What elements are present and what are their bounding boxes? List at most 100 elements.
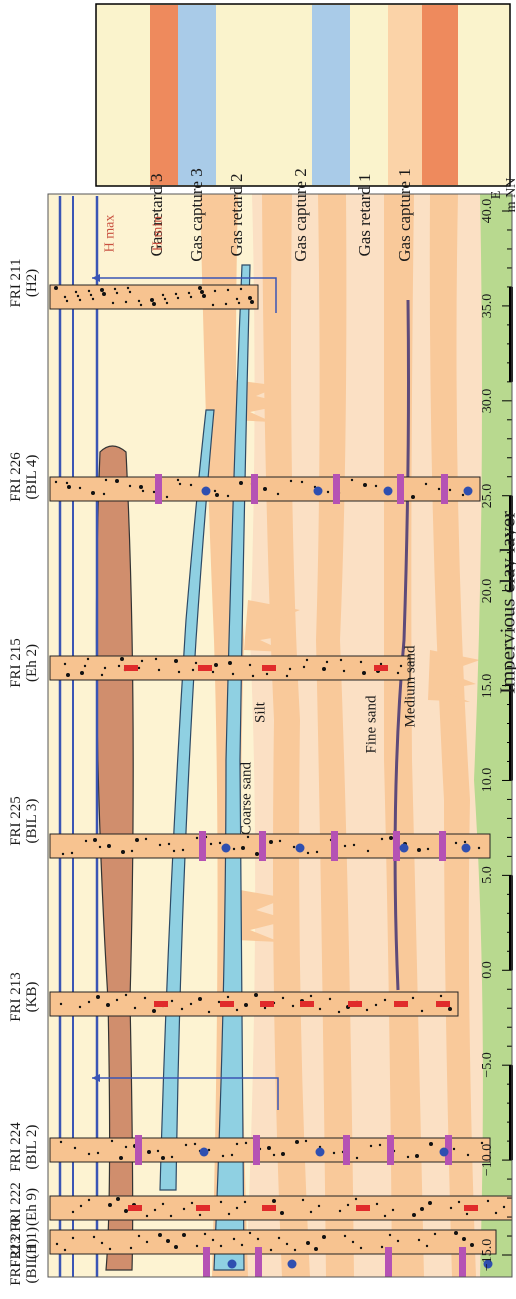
gravel-dot: [252, 675, 254, 677]
gravel-dot: [319, 1008, 321, 1010]
gravel-dot: [175, 293, 177, 295]
gravel-dot: [84, 665, 86, 667]
gravel-dot: [280, 1211, 284, 1215]
gravel-dot: [240, 288, 242, 290]
packer-marker: [253, 1135, 260, 1165]
axis-tick-label: 25.0: [480, 474, 496, 518]
sampler-marker: [394, 1001, 408, 1007]
gravel-dot: [161, 1156, 165, 1160]
packer-marker: [439, 831, 446, 861]
gravel-dot: [142, 490, 144, 492]
gravel-dot: [231, 1154, 233, 1156]
borehole-code: (BIL 2): [24, 1125, 40, 1170]
gravel-dot: [344, 1235, 346, 1237]
gravel-dot: [164, 298, 166, 300]
axis-tick-label: 35.0: [480, 284, 496, 328]
gravel-dot: [182, 849, 184, 851]
axis-tick-label: 5.0: [480, 853, 496, 897]
gravel-dot: [301, 481, 303, 483]
gravel-dot: [88, 290, 90, 292]
gravel-dot: [191, 1202, 193, 1204]
borehole-label: FRI 215(Eh 2): [8, 625, 40, 701]
legend-label-gas-retard-1: Gas retard 1: [355, 152, 375, 278]
gravel-dot: [290, 480, 292, 482]
gravel-dot: [355, 1198, 357, 1200]
sampler-marker: [128, 1205, 142, 1211]
gravel-dot: [88, 1199, 90, 1201]
sampler-marker: [196, 1205, 210, 1211]
gravel-dot: [426, 1245, 428, 1247]
legend-label-gas-retard-2: Gas retard 2: [227, 152, 247, 278]
gravel-dot: [310, 995, 312, 997]
sampler-marker: [464, 1205, 478, 1211]
gravel-dot: [168, 843, 170, 845]
gravel-dot: [166, 1239, 170, 1243]
gravel-dot: [93, 838, 97, 842]
gravel-dot: [124, 1209, 128, 1213]
gravel-dot: [80, 671, 84, 675]
gravel-dot: [67, 485, 71, 489]
gravel-dot: [233, 848, 235, 850]
gravel-dot: [185, 1144, 187, 1146]
sampler-marker: [356, 1205, 370, 1211]
gravel-dot: [72, 1237, 74, 1239]
monitor-point: [228, 1260, 237, 1269]
gravel-dot: [286, 675, 288, 677]
gravel-dot: [384, 999, 386, 1001]
packer-marker: [199, 831, 206, 861]
gravel-dot: [102, 292, 106, 296]
gravel-dot: [351, 479, 353, 481]
gravel-dot: [440, 995, 442, 997]
gravel-dot: [236, 1143, 238, 1145]
gravel-dot: [239, 481, 243, 485]
borehole-column: [50, 1138, 490, 1162]
gravel-dot: [338, 1011, 340, 1013]
gravel-dot: [238, 302, 240, 304]
gravel-dot: [467, 1154, 469, 1156]
gravel-dot: [66, 300, 68, 302]
gravel-dot: [292, 1005, 294, 1007]
gravel-dot: [141, 660, 143, 662]
gravel-dot: [119, 1156, 123, 1160]
gravel-dot: [453, 1148, 455, 1150]
gravel-dot: [360, 661, 362, 663]
gravel-dot: [107, 844, 111, 848]
gravel-dot: [129, 291, 131, 293]
gravel-dot: [407, 1156, 409, 1158]
gravel-dot: [212, 1239, 214, 1241]
gravel-dot: [174, 659, 178, 663]
gravel-dot: [162, 1203, 164, 1205]
gravel-dot: [420, 1207, 424, 1211]
gravel-dot: [106, 1003, 110, 1007]
gravel-dot: [177, 297, 179, 299]
axis-tick-label: 40.0: [480, 189, 496, 233]
gravel-dot: [153, 491, 155, 493]
gravel-dot: [244, 1201, 246, 1203]
packer-marker: [251, 474, 258, 504]
gravel-dot: [250, 300, 254, 304]
gravel-dot: [196, 837, 198, 839]
gravel-dot: [279, 840, 281, 842]
gravel-dot: [241, 846, 245, 850]
gravel-dot: [421, 1010, 423, 1012]
gravel-dot: [96, 995, 100, 999]
gravel-dot: [152, 302, 156, 306]
gravel-dot: [62, 853, 64, 855]
borehole-id: FRI 215: [8, 638, 24, 688]
gravel-dot: [303, 666, 305, 668]
gravel-dot: [87, 658, 89, 660]
gravel-dot: [72, 1211, 74, 1213]
gravel-dot: [118, 665, 120, 667]
gravel-dot: [310, 1211, 312, 1213]
gravel-dot: [326, 661, 328, 663]
gravel-dot: [495, 1212, 497, 1214]
gravel-dot: [55, 481, 57, 483]
gravel-dot: [412, 997, 414, 999]
packer-marker: [333, 474, 340, 504]
gravel-dot: [367, 850, 369, 852]
gravel-dot: [116, 292, 118, 294]
gravel-dot: [177, 479, 179, 481]
gravel-dot: [380, 663, 382, 665]
gravel-dot: [219, 842, 221, 844]
layer-label-medium-sand: Medium sand: [403, 632, 420, 742]
